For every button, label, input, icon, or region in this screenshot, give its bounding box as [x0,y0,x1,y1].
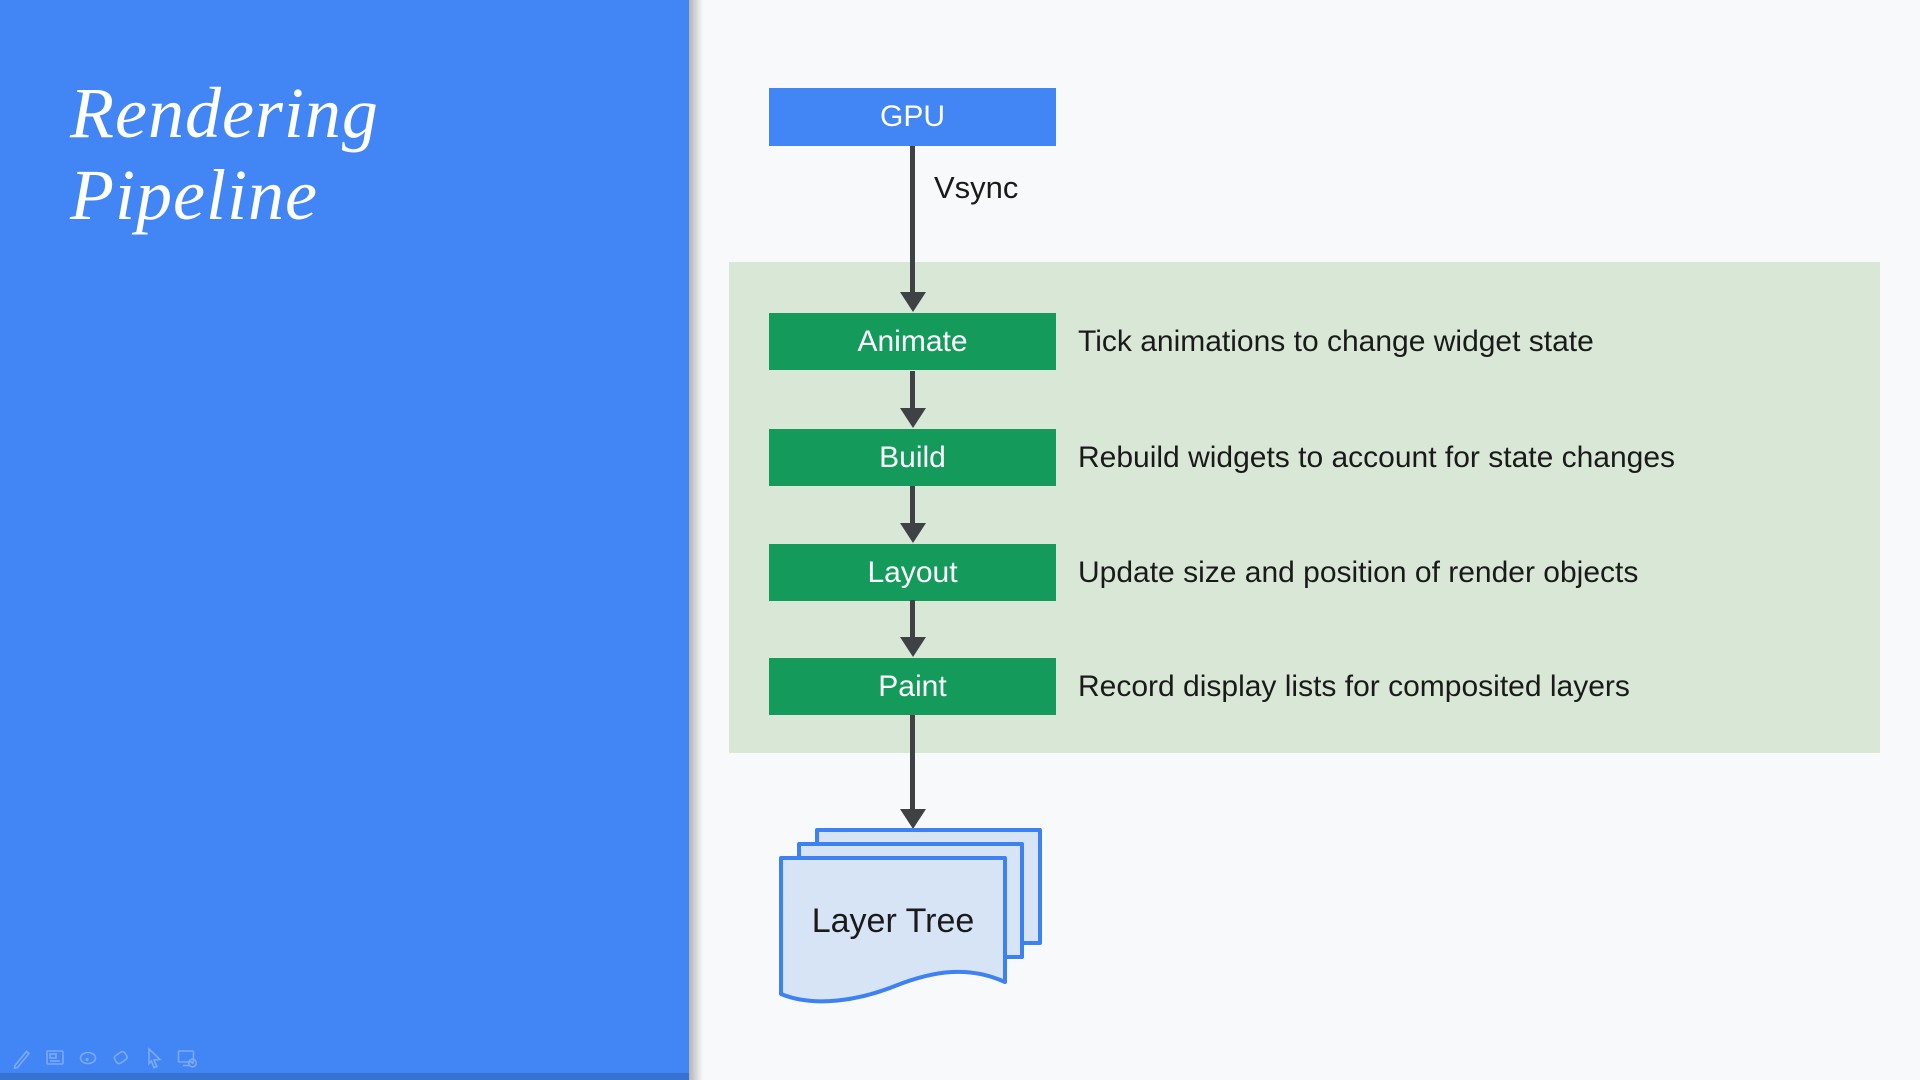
vsync-label: Vsync [934,170,1019,205]
page-title: Rendering Pipeline [70,72,379,236]
node-gpu: GPU [769,88,1056,146]
node-animate: Animate [769,313,1056,370]
layer-page-front [779,856,1007,1004]
slide-edge-shadow [689,0,703,1080]
layer-tree-label: Layer Tree [811,902,975,940]
slide-sidebar: Rendering Pipeline [0,0,689,1080]
node-build: Build [769,429,1056,486]
layout-description: Update size and position of render objec… [1078,556,1639,589]
laser-pointer-icon[interactable] [76,1046,100,1070]
animate-description: Tick animations to change widget state [1078,325,1594,358]
slides-icon[interactable] [43,1046,67,1070]
arrow-build-to-layout [899,486,926,543]
page-title-line1: Rendering [70,73,379,153]
sidebar-bottom-strip [0,1073,689,1080]
page-title-line2: Pipeline [70,155,318,235]
arrow-paint-to-layer-tree [899,715,926,829]
build-description: Rebuild widgets to account for state cha… [1078,441,1676,474]
pen-icon[interactable] [10,1046,34,1070]
present-screen-icon[interactable] [175,1046,199,1070]
eraser-icon[interactable] [109,1046,133,1070]
arrow-layout-to-paint [899,600,926,657]
presenter-toolbar [10,1046,199,1070]
arrow-gpu-to-animate [899,146,926,312]
paint-description: Record display lists for composited laye… [1078,670,1630,703]
cursor-icon[interactable] [142,1046,166,1070]
node-paint: Paint [769,658,1056,715]
arrow-animate-to-build [899,371,926,428]
layer-tree-shape [779,828,1042,1004]
node-layout: Layout [769,544,1056,601]
